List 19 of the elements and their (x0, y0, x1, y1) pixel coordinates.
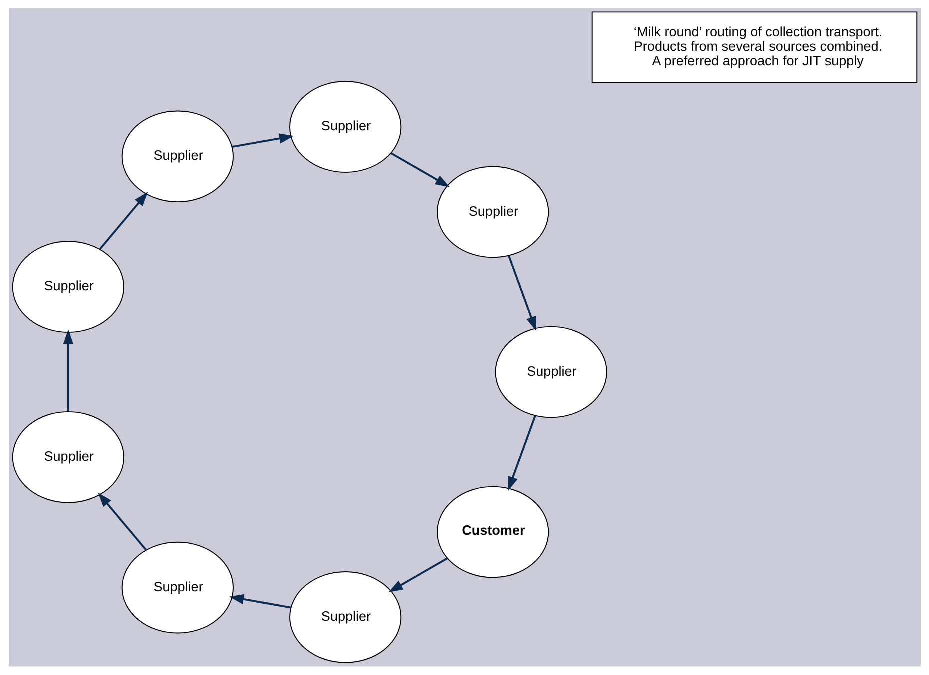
arrow (62, 330, 74, 412)
arrow (390, 152, 450, 188)
node-ellipse: Supplier (121, 542, 234, 634)
node-ellipse: Supplier (289, 571, 402, 664)
arrow (228, 594, 291, 609)
node-ellipse: Supplier (494, 326, 607, 418)
arrow (507, 416, 536, 492)
arrow (232, 134, 294, 148)
node-ellipse: Supplier (121, 110, 234, 203)
arrow (508, 256, 536, 332)
node-ellipse: Customer (436, 486, 549, 578)
node-ellipse: Supplier (289, 81, 402, 173)
node-ellipse: Supplier (12, 241, 124, 333)
node-ellipse: Supplier (436, 166, 549, 258)
node-box: ‘Milk round’ routing of collection transport. Products from several sources combined. A preferred approach for JIT supply (591, 12, 918, 84)
arrow (98, 492, 146, 551)
node-ellipse: Supplier (12, 411, 124, 504)
arrow (388, 558, 448, 593)
arrow (98, 192, 148, 250)
